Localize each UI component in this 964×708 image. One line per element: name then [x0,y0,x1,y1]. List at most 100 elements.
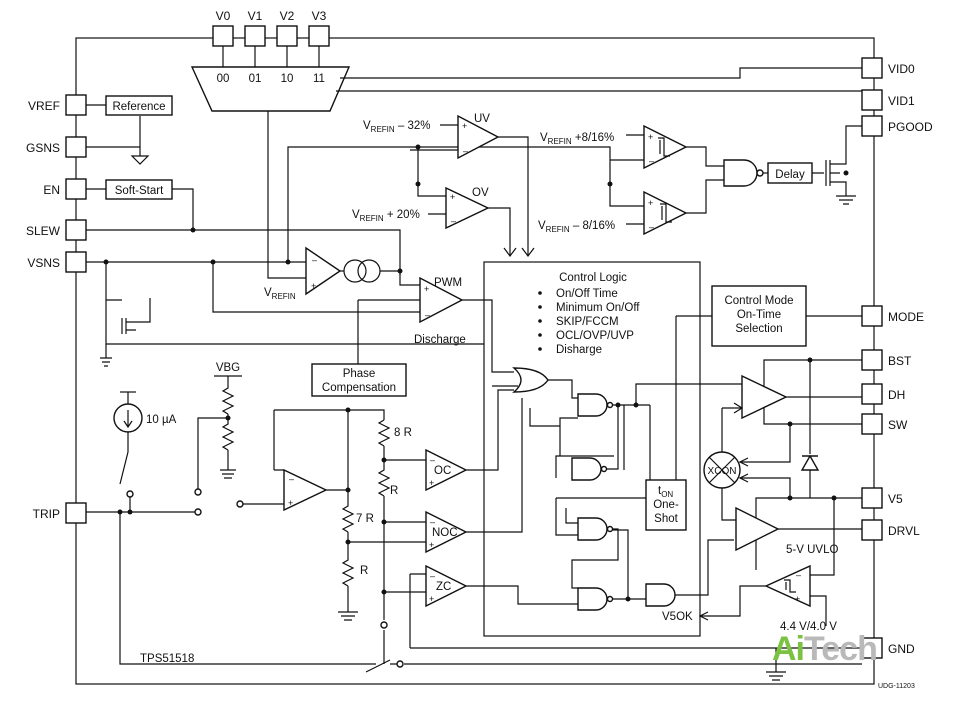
pin-slew [65,219,87,241]
high-side-driver [741,374,788,420]
svg-text:–: – [425,310,430,320]
error-amp [305,246,342,296]
or-gate [512,367,549,393]
pin-v1 [244,25,266,47]
uvlo-comparator [764,564,811,608]
part-number: TPS51518 [140,653,194,665]
zc-label: ZC [436,581,451,593]
svg-text:–: – [649,156,654,166]
control-logic-title: Control Logic [559,272,627,284]
control-logic-box [483,261,701,637]
pgood-fet [812,125,862,196]
ov-threshold: VREFIN + 20% [352,209,420,223]
pin-sw [861,413,883,435]
nand-gate-3 [577,517,608,541]
r-8r-label: 8 R [394,427,412,439]
pin-drvl-label: DRVL [888,524,920,538]
ton-line1: tON [658,485,673,499]
uv-label: UV [474,113,490,125]
svg-text:+: + [795,594,800,604]
xcon-label: XCON [708,466,737,477]
pin-v0 [212,25,234,47]
low-side-driver [735,506,780,552]
pin-mode-label: MODE [888,310,924,324]
pin-v2-label: V2 [280,9,295,23]
svg-text:+: + [648,198,653,208]
pin-vref-label: VREF [28,99,60,113]
pgood-nand [723,159,758,187]
r-r2-label: R [360,565,368,577]
resistor-ladder [274,409,391,664]
pin-vid0-label: VID0 [888,62,915,76]
svg-text:–: – [649,222,654,232]
pin-vsns [65,251,87,273]
pin-en [65,178,87,200]
svg-text:+: + [429,478,434,488]
pg-lo-threshold: VREFIN – 8/16% [538,220,615,234]
svg-text:+: + [429,540,434,550]
uv-threshold: VREFIN – 32% [363,120,430,134]
pin-vid0 [861,57,883,79]
boot-diode [800,454,820,471]
cl-item-5: Disharge [556,344,602,356]
cl-item-4: OCL/OVP/UVP [556,330,634,342]
right-pins: VID0 VID1 PGOOD MODE BST DH SW V5 DRVL G… [861,57,933,659]
pg-hi-comparator [643,124,688,170]
pin-bst-label: BST [888,354,912,368]
phase-compensation-block [311,363,407,397]
svg-text:–: – [451,216,456,226]
phase-comp-line2: Compensation [322,382,396,394]
current-source-label: 10 µA [146,414,177,426]
uvlo-threshold: 4.4 V/4.0 V [780,621,837,633]
pin-v1-label: V1 [248,9,263,23]
pin-en-label: EN [43,183,60,197]
control-mode-block [711,285,807,347]
pin-v5 [861,487,883,509]
pin-v0-label: V0 [216,9,231,23]
mux-code-00: 00 [217,73,230,85]
ov-label: OV [472,187,489,199]
pin-v5-label: V5 [888,492,903,506]
v5ok-label: V5OK [662,611,693,623]
vbg-label: VBG [216,362,240,374]
uv-comparator [457,114,500,160]
mux-code-11: 11 [313,73,325,85]
svg-text:+: + [462,121,467,131]
svg-text:–: – [463,146,468,156]
control-mode-line1: Control Mode [724,295,793,307]
pin-vid1-label: VID1 [888,94,915,108]
pin-gsns [65,136,87,158]
control-mode-line3: Selection [735,323,782,335]
svg-text:+: + [648,132,653,142]
drawing-code: UDG-11203 [878,683,915,690]
left-pins: VREF GSNS EN SLEW VSNS TRIP [26,94,87,524]
ton-line3: Shot [654,513,678,525]
mux-code-01: 01 [249,73,262,85]
control-logic-list: On/Off Time Minimum On/Off SKIP/FCCM OCL… [538,288,640,356]
svg-text:–: – [430,455,435,465]
vbg-divider [197,375,242,490]
pin-slew-label: SLEW [26,224,61,238]
pin-dh [861,383,883,405]
delay-label: Delay [775,169,805,181]
svg-text:–: – [289,474,294,484]
cl-item-3: SKIP/FCCM [556,316,619,328]
pin-dh-label: DH [888,388,905,402]
and-gate-v5ok [645,583,676,607]
nand-gate-2 [571,457,602,481]
pwm-label: PWM [434,277,462,289]
svg-text:–: – [430,571,435,581]
svg-text:+: + [311,281,316,291]
pin-drvl [861,519,883,541]
pin-gsns-label: GSNS [26,141,60,155]
vrefin-label-amp: VREFIN [264,287,296,301]
vid-mux: 00 01 10 11 [190,66,862,279]
oc-comparator [425,448,468,492]
aitech-logo: AiTech [772,630,878,668]
uvlo-label: 5-V UVLO [786,544,838,556]
cl-item-2: Minimum On/Off [556,302,640,314]
pin-sw-label: SW [888,418,908,432]
ton-line2: One- [653,499,679,511]
top-pins: V0 V1 V2 V3 [212,9,330,67]
